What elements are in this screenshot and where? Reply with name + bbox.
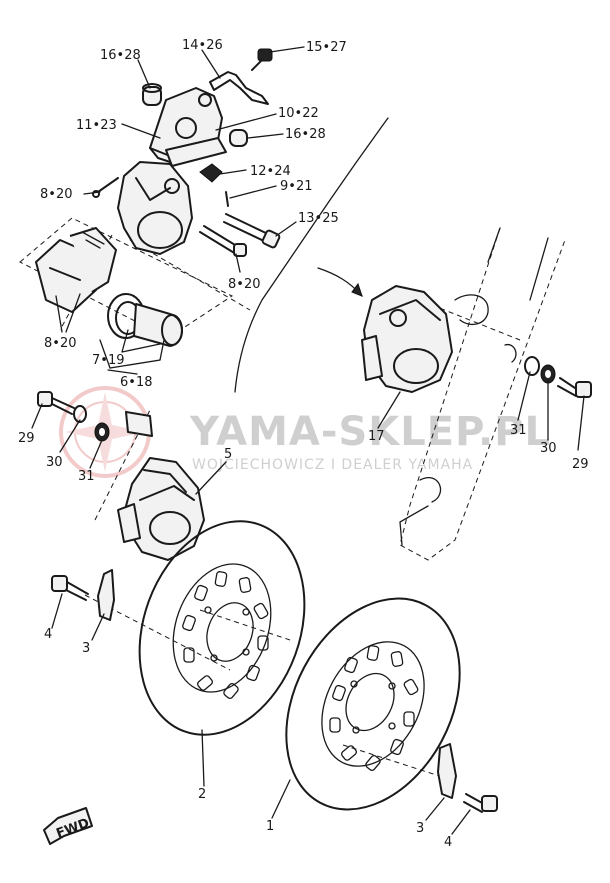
lock-plate-3-right [437, 743, 457, 799]
leader-lines [31, 46, 585, 835]
callout-31-right: 31 [510, 423, 527, 438]
piston-7 [133, 303, 183, 347]
lock-plate-3-left [97, 569, 115, 621]
callout-1: 1 [266, 819, 274, 834]
bolt-plate-left [51, 569, 115, 621]
assembly-frames [19, 117, 521, 781]
bolt-29-right [557, 377, 592, 398]
callout-4-right: 4 [444, 835, 452, 850]
bolt-plate-right [437, 743, 498, 813]
callout-30-right: 30 [540, 441, 557, 456]
callout-16-28-top: 16•28 [100, 48, 141, 63]
caliper-body-6 [117, 161, 193, 255]
callout-17: 17 [368, 429, 385, 444]
caliper-bracket-assembly [92, 48, 281, 257]
washer-31-right [524, 356, 540, 376]
boot-12 [199, 163, 223, 183]
watermark-subtitle: WOJCIECHOWICZ I DEALER YAMAHA [192, 457, 473, 473]
bolt-13 [223, 213, 281, 249]
callout-12-24: 12•24 [250, 164, 291, 179]
callout-10-22: 10•22 [278, 106, 319, 121]
spring-clip-14 [209, 71, 269, 105]
pin-9 [225, 191, 229, 207]
brake-pads-piston [35, 227, 183, 369]
callout-9-21: 9•21 [280, 179, 312, 194]
bleeder-screw-15 [251, 48, 273, 71]
callout-8-20-a: 8•20 [40, 187, 72, 202]
callout-13-25: 13•25 [298, 211, 339, 226]
forward-direction-arrow: FWD [43, 807, 93, 845]
bolt-29-left [37, 391, 75, 415]
callout-8-20-b: 8•20 [228, 277, 260, 292]
callout-15-27: 15•27 [306, 40, 347, 55]
right-hardware [524, 356, 592, 398]
washer-30-left [73, 405, 87, 423]
bushing-16-top [142, 83, 162, 106]
callout-16-28-right: 16•28 [285, 127, 326, 142]
callout-14-26: 14•26 [182, 38, 223, 53]
front-fork-leg [399, 227, 566, 561]
callout-5: 5 [224, 447, 232, 462]
callout-7-19: 7•19 [92, 353, 124, 368]
callout-3-right: 3 [416, 821, 424, 836]
pin-8-long [199, 225, 247, 257]
caliper-assembly-5 [117, 457, 205, 561]
callout-30-left: 30 [46, 455, 63, 470]
washer-30-right [540, 364, 556, 384]
callout-29-right: 29 [572, 457, 589, 472]
washer-31-left [94, 422, 110, 442]
caliper-assembly-17 [317, 267, 453, 393]
callout-3-left: 3 [82, 641, 90, 656]
callout-29-left: 29 [18, 431, 35, 446]
callout-2: 2 [198, 787, 206, 802]
pad-shim-10 [165, 137, 227, 167]
brake-disc-1 [285, 597, 461, 811]
callout-labels: 16•28 14•26 15•27 11•23 10•22 16•28 12•2… [18, 38, 589, 850]
callout-4-left: 4 [44, 627, 52, 642]
bolt-4-left [51, 575, 89, 601]
callout-6-18: 6•18 [120, 375, 152, 390]
callout-8-20-c: 8•20 [44, 336, 76, 351]
callout-31-left: 31 [78, 469, 95, 484]
bushing-16-right [229, 129, 248, 147]
pin-8-small [92, 177, 119, 198]
watermark: YAMA-SKLEP.PL WOJCIECHOWICZ I DEALER YAM… [59, 386, 551, 478]
callout-11-23: 11•23 [76, 118, 117, 133]
bolt-4-right [463, 793, 498, 813]
watermark-title: YAMA-SKLEP.PL [189, 409, 551, 455]
brake-disc-2 [138, 520, 306, 736]
small-block-left [125, 411, 153, 437]
